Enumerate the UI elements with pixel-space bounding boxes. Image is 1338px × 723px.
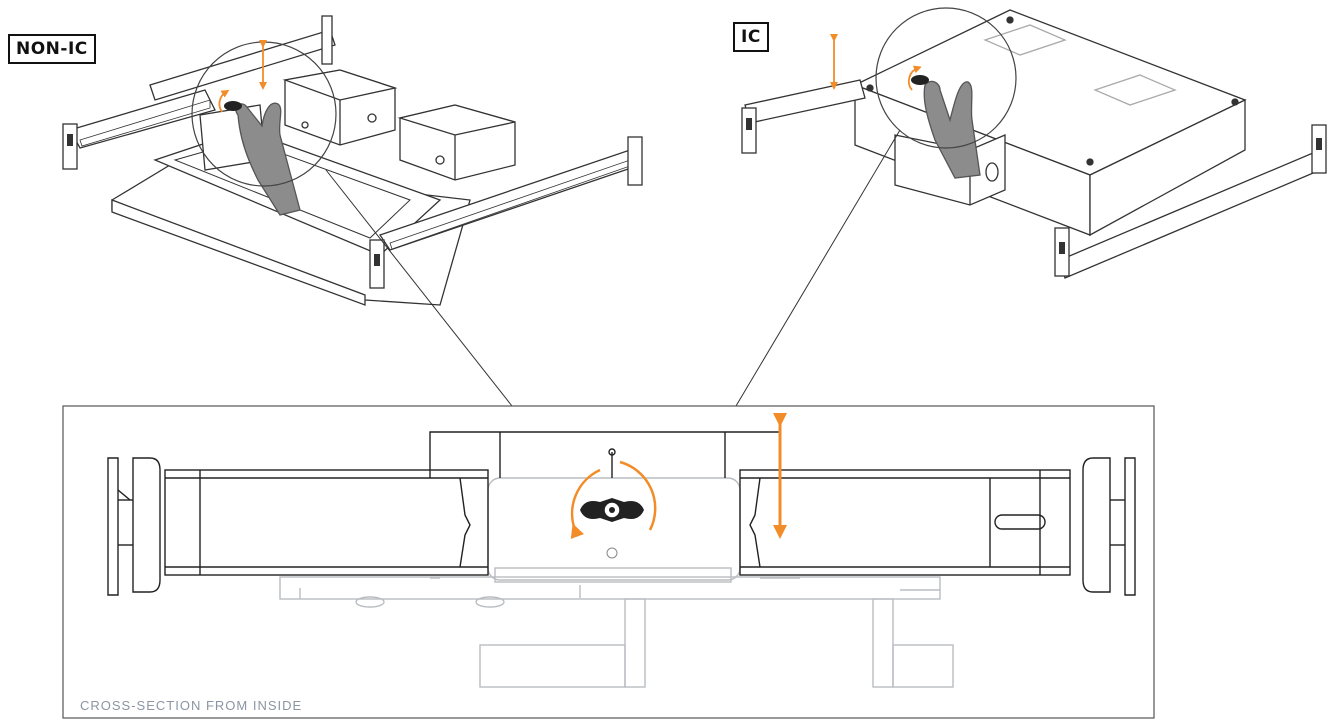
right-bracket	[627, 136, 643, 186]
curved-arrow-icon	[907, 65, 922, 91]
non-ic-assembly	[62, 15, 643, 306]
hand-icon	[923, 80, 981, 179]
ic-detail-circle	[875, 7, 1017, 149]
cross-section-drawing	[107, 431, 1136, 688]
ic-assembly	[741, 9, 1327, 279]
leader-line-right	[735, 129, 901, 407]
wing-knob-icon	[911, 75, 929, 85]
curved-arrow-icon	[619, 460, 657, 531]
curved-arrow-head	[570, 468, 601, 539]
wing-knob-icon	[580, 498, 644, 559]
curved-arrow-icon	[218, 89, 230, 113]
left-bracket	[62, 123, 78, 170]
wing-knob-icon	[224, 101, 242, 111]
non-ic-label: NON-IC	[8, 34, 96, 64]
leader-line-left	[325, 169, 513, 407]
ic-label: IC	[733, 22, 769, 52]
hand-icon	[235, 102, 301, 216]
cross-section-caption: CROSS-SECTION FROM INSIDE	[80, 698, 303, 713]
cross-section-panel	[62, 405, 1155, 719]
